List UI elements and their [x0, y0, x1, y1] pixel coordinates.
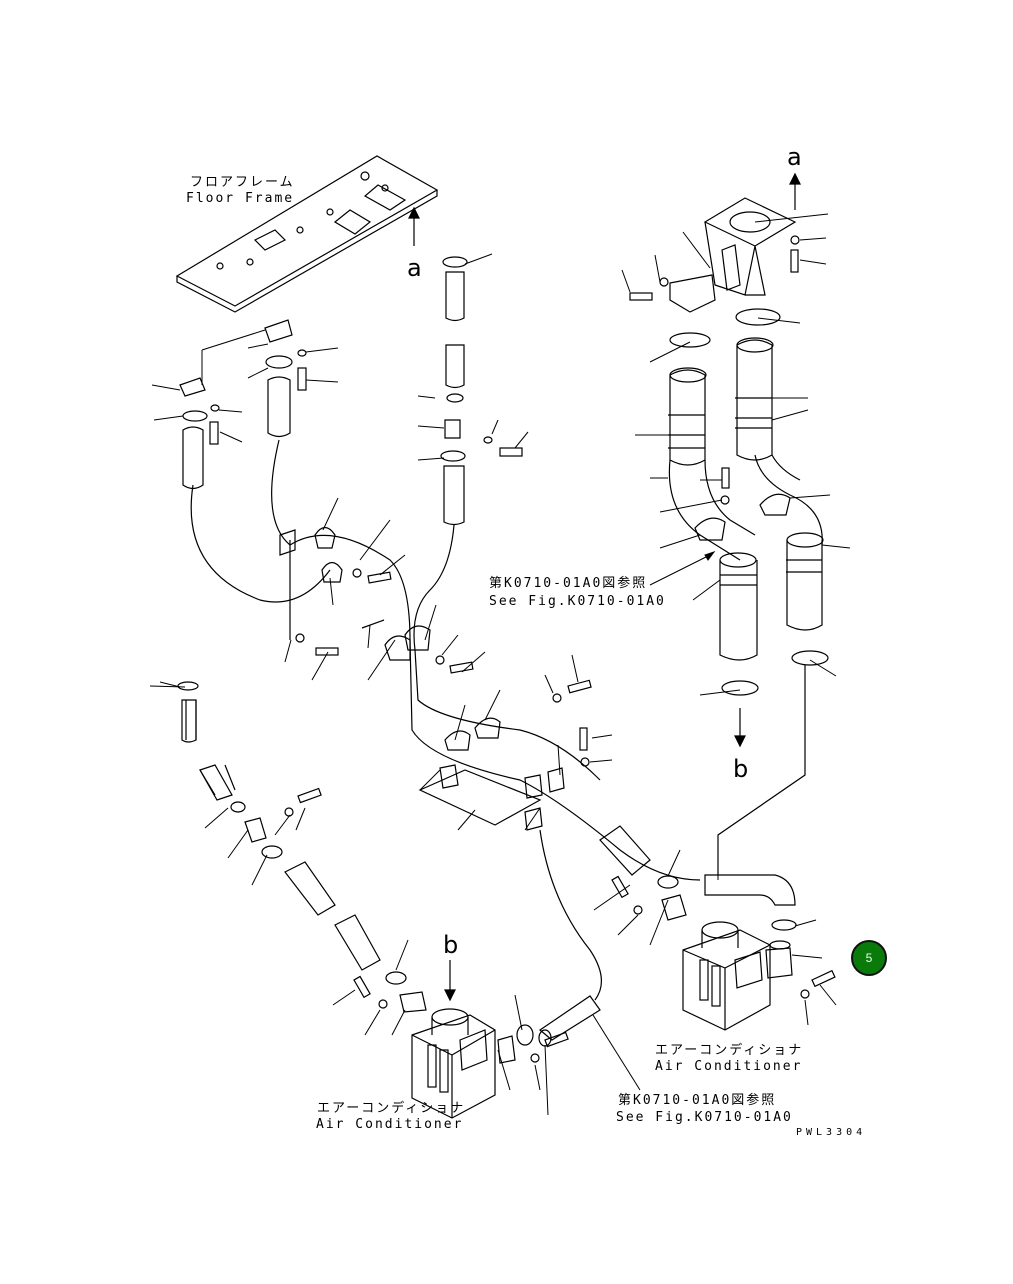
- page-number-badge[interactable]: 5: [851, 940, 887, 976]
- arrow-b-right: [734, 708, 746, 748]
- ac-label-en-left: Air Conditioner: [316, 1117, 464, 1132]
- ac-label-jp-right: エアーコンディショナ: [655, 1043, 804, 1058]
- bolt-group: [284, 568, 836, 1063]
- right-duct-assembly: [629, 197, 829, 875]
- see-fig-label-en-1: See Fig.K0710-01A0: [489, 594, 666, 609]
- floor-frame-label-jp: フロアフレーム: [190, 175, 295, 190]
- lower-center-hoses: [497, 825, 651, 1064]
- ac-label-en-right: Air Conditioner: [655, 1059, 803, 1074]
- arrow-a-right: [789, 172, 801, 210]
- arrow-b-left: [444, 960, 456, 1002]
- right-ac-duct: [657, 874, 797, 979]
- center-hose-group: [440, 256, 523, 526]
- arrow-a-left-label: a: [407, 254, 422, 282]
- ac-label-jp-left: エアーコンディショナ: [317, 1101, 466, 1116]
- ac-unit-right: [682, 921, 771, 1031]
- drawing-code: PWL3304: [796, 1127, 867, 1138]
- see-fig-label-en-2: See Fig.K0710-01A0: [616, 1110, 793, 1125]
- arrow-a-left: [408, 206, 420, 246]
- arrow-a-right-label: a: [787, 143, 802, 171]
- leader-lines: [149, 213, 851, 1116]
- floor-frame-plate: [175, 155, 439, 313]
- clamp-group: [279, 526, 565, 831]
- arrow-b-right-label: b: [733, 755, 749, 783]
- floor-frame-label-en: Floor Frame: [186, 191, 295, 206]
- see-fig-label-jp-1: 第K0710-01A0図参照: [489, 576, 648, 591]
- long-tube-lines: [185, 439, 701, 1001]
- ac-unit-left: [411, 1008, 496, 1119]
- lower-left-hoses: [177, 681, 427, 1013]
- left-hose-group: [179, 319, 307, 490]
- page-number-text: 5: [865, 951, 873, 965]
- arrow-b-left-label: b: [443, 931, 459, 959]
- see-fig-label-jp-2: 第K0710-01A0図参照: [618, 1093, 777, 1108]
